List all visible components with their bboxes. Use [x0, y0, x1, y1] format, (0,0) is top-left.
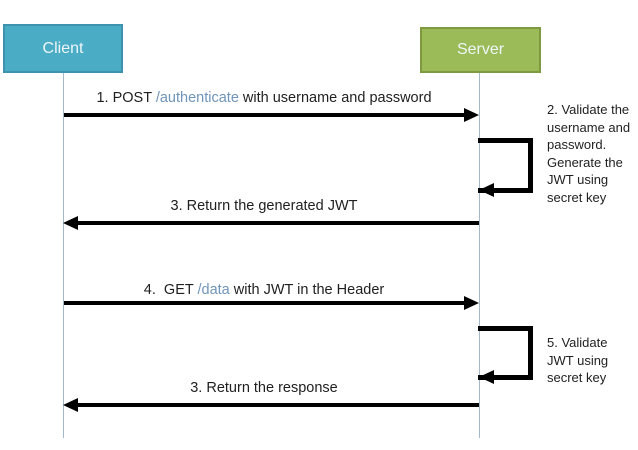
- self-message-5-note: 5. Validate JWT using secret key: [547, 335, 609, 386]
- self-message-5-arrowhead-left-icon: [479, 370, 494, 384]
- message-3-arrow-line: [77, 221, 479, 225]
- actor-client-box: Client: [3, 24, 123, 73]
- self-message-2-loop: [478, 138, 533, 193]
- self-message-5-loop: [478, 326, 533, 380]
- message-6-label: 3. Return the response: [63, 378, 465, 398]
- self-message-2-arrowhead-left-icon: [479, 183, 494, 197]
- actor-server-label: Server: [456, 41, 505, 58]
- message-1-path: /authenticate: [155, 90, 239, 106]
- message-1-label: 1. POST /authenticate with username and …: [63, 88, 465, 108]
- message-3-arrowhead-left-icon: [63, 216, 78, 230]
- actor-client-label: Client: [42, 39, 84, 57]
- client-lifeline: [63, 73, 64, 438]
- message-6-arrowhead-left-icon: [63, 398, 78, 412]
- message-1-suffix: with username and password: [238, 90, 432, 106]
- message-3-label: 3. Return the generated JWT: [63, 196, 465, 216]
- message-1-arrow-line: [64, 113, 465, 117]
- message-4-path: /data: [197, 282, 230, 298]
- self-message-2-note: 2. Validate the username and password. G…: [547, 102, 631, 205]
- message-4-prefix: 4. GET: [143, 282, 198, 298]
- message-1-prefix: 1. POST: [96, 90, 156, 106]
- actor-server-box: Server: [420, 27, 541, 73]
- server-lifeline: [479, 73, 480, 438]
- message-4-suffix: with JWT in the Header: [229, 282, 385, 298]
- message-4-arrowhead-right-icon: [464, 296, 479, 310]
- message-3-text: 3. Return the generated JWT: [170, 198, 358, 214]
- message-1-arrowhead-right-icon: [464, 108, 479, 122]
- message-4-label: 4. GET /data with JWT in the Header: [63, 280, 465, 300]
- message-6-text: 3. Return the response: [190, 380, 338, 396]
- message-4-arrow-line: [64, 301, 465, 305]
- message-6-arrow-line: [77, 403, 479, 407]
